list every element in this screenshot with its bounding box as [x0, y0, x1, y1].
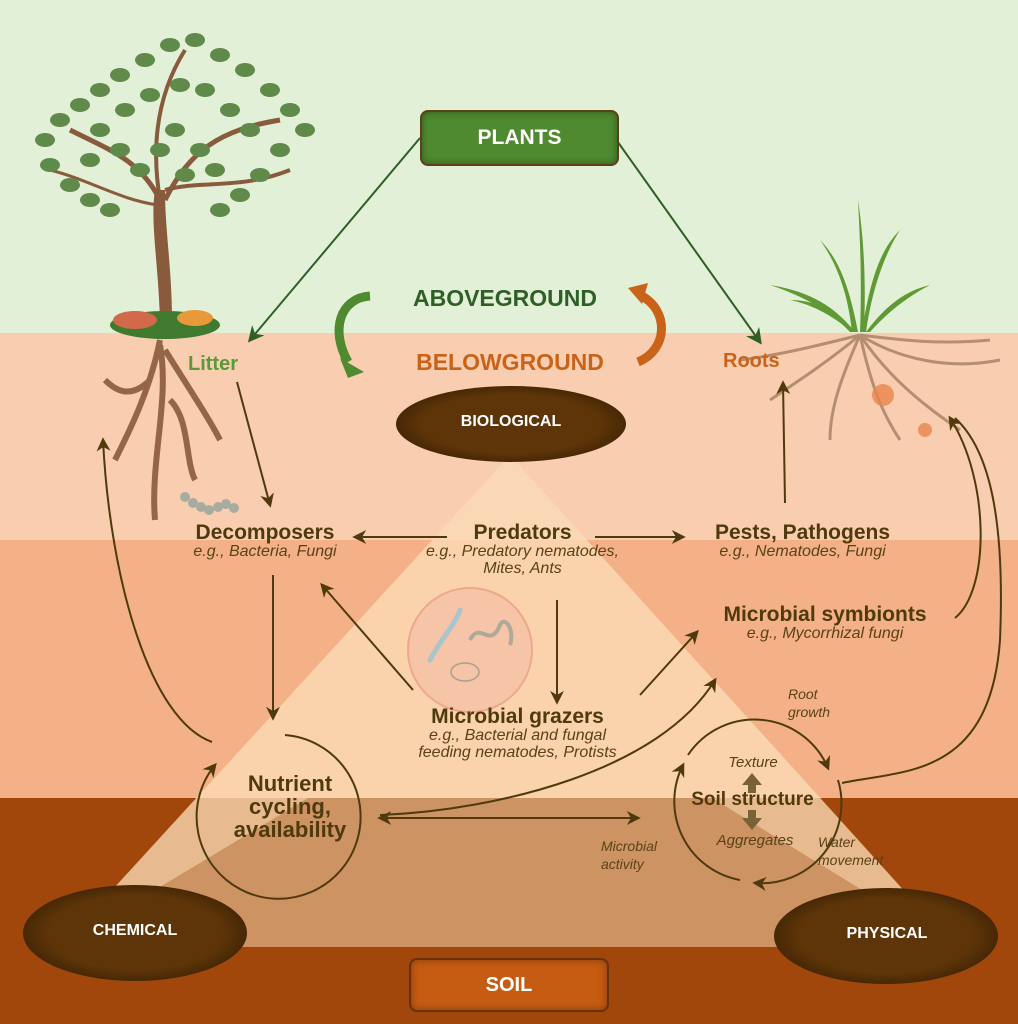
pests-examples: e.g., Nematodes, Fungi [719, 543, 886, 561]
soil-structure-to-roots-arrow [841, 417, 1002, 784]
chemical-oval [23, 885, 247, 981]
microbial-activity-annotation: Microbial activity [601, 838, 657, 873]
water-line-2: movement [818, 851, 884, 868]
biological-oval [396, 386, 626, 462]
grazers-node: Microbial grazers e.g., Bacterial and fu… [400, 705, 635, 762]
root-growth-line-2: growth [788, 703, 831, 720]
texture-label: Texture [728, 754, 778, 771]
nutrient-line-3: availability [233, 817, 347, 843]
aggregates-label: Aggregates [716, 832, 794, 849]
nutrient-to-litter-arrow [96, 437, 213, 743]
symbionts-title: Microbial symbionts [723, 603, 927, 626]
physical-label: PHYSICAL [846, 925, 928, 942]
symbionts-node: Microbial symbionts e.g., Mycorrhizal fu… [695, 603, 955, 643]
pests-title: Pests, Pathogens [714, 521, 891, 544]
grazers-to-symbionts-arrow [639, 629, 699, 696]
soil-label: SOIL [485, 973, 533, 996]
predators-examples-1: e.g., Predatory nematodes, [426, 543, 619, 561]
root-growth-annotation: Root growth [788, 686, 830, 721]
chemical-label: CHEMICAL [92, 922, 178, 939]
up-arrowhead [628, 283, 648, 304]
aboveground-label: ABOVEGROUND [412, 285, 597, 311]
symbionts-examples: e.g., Mycorrhizal fungi [746, 625, 904, 643]
microbial-line-2: activity [601, 855, 644, 872]
plants-label: PLANTS [477, 126, 562, 149]
water-movement-annotation: Water movement [818, 834, 883, 869]
nutrient-node: Nutrient cycling, availability [215, 772, 365, 841]
symbionts-to-roots-arrow [948, 415, 982, 619]
grass-illustration [770, 200, 930, 332]
physical-oval [774, 888, 998, 984]
water-line-1: Water [818, 834, 856, 850]
belowground-label: BELOWGROUND [416, 349, 604, 375]
soil-triangle-lower [60, 798, 955, 947]
decomposers-title: Decomposers [195, 521, 335, 544]
decomposers-node: Decomposers e.g., Bacteria, Fungi [150, 521, 380, 561]
soil-structure-title: Soil structure [691, 789, 814, 810]
up-curved-arrow [635, 290, 666, 367]
nutrient-line-1: Nutrient [247, 771, 333, 796]
nutrient-line-2: cycling, [249, 794, 331, 820]
pests-to-roots-arrow [776, 380, 791, 504]
soil-structure-loop-left [671, 762, 741, 881]
predators-examples-2: Mites, Ants [483, 559, 562, 577]
soil-structure-loop-top [687, 718, 831, 771]
roots-label: Roots [723, 350, 780, 372]
microbial-line-1: Microbial [601, 838, 658, 854]
grazers-examples-2: feeding nematodes, Protists [418, 743, 617, 761]
sky-band [0, 0, 1018, 333]
grazers-title: Microbial grazers [431, 705, 604, 728]
plants-to-litter-arrow [247, 137, 421, 343]
nutrient-cycle-loop [195, 734, 362, 900]
down-arrowhead [340, 358, 364, 378]
grazers-to-decomposers-arrow [320, 582, 414, 691]
aggregates-down-arrow [742, 810, 762, 830]
root-growth-line-1: Root [788, 686, 818, 702]
predators-node: Predators e.g., Predatory nematodes, Mit… [400, 521, 645, 578]
litter-label: Litter [188, 353, 238, 375]
down-curved-arrow [334, 291, 371, 365]
soil-structure-loop-bottom [752, 779, 843, 891]
plants-box: PLANTS [420, 110, 619, 166]
decomposers-examples: e.g., Bacteria, Fungi [193, 543, 337, 561]
texture-up-arrow [742, 773, 762, 793]
soil-organisms-illustration [407, 587, 533, 713]
soil-box: SOIL [409, 958, 609, 1012]
biological-label: BIOLOGICAL [460, 413, 562, 430]
grazers-examples-1: e.g., Bacterial and fungal [428, 727, 606, 745]
predators-title: Predators [473, 521, 572, 544]
litter-to-decomposers-arrow [236, 381, 274, 508]
tree-illustration [35, 33, 315, 521]
plants-to-roots-arrow [614, 137, 762, 345]
pests-node: Pests, Pathogens e.g., Nematodes, Fungi [690, 521, 915, 561]
